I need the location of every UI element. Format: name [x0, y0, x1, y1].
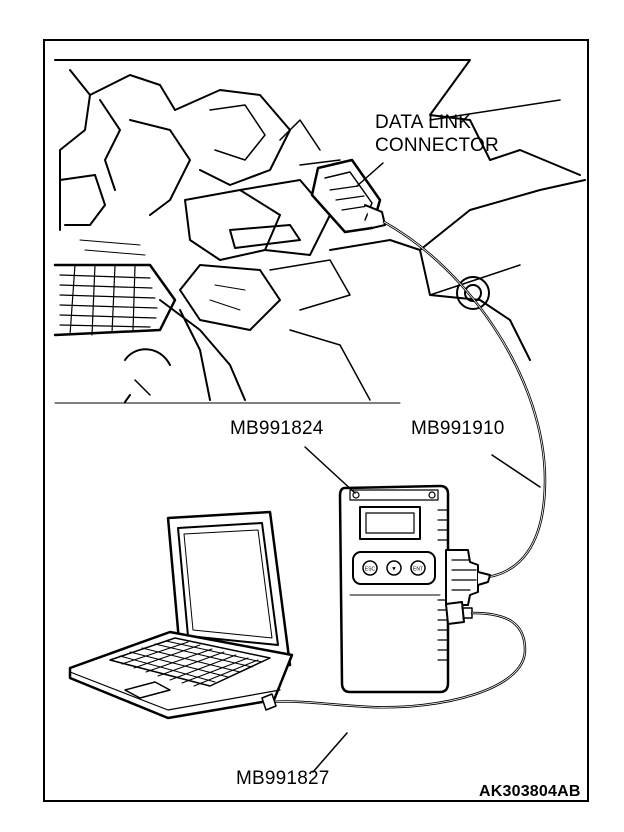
data-link-connector-label-line2: CONNECTOR	[375, 135, 499, 156]
data-link-connector-label-line1: DATA LINK	[375, 112, 472, 133]
laptop-computer	[68, 510, 294, 720]
mb991827-label: MB991827	[236, 768, 330, 789]
mb991824-label: MB991824	[230, 418, 324, 439]
data-link-connector-plug	[310, 158, 386, 234]
mb991910-label: MB991910	[411, 418, 505, 439]
vci-button-down: ▼	[391, 567, 397, 573]
figure-code: AK303804AB	[479, 783, 581, 800]
mb991910-leader-line	[491, 454, 541, 488]
connector-leader-line	[356, 162, 384, 187]
mb991827-leader-line	[312, 732, 348, 773]
vci-side-connector	[445, 549, 491, 606]
vci-device	[338, 484, 450, 694]
vci-button-ent: ENT	[413, 567, 423, 573]
mb991824-leader-line	[304, 446, 356, 494]
dashboard-area	[53, 59, 586, 404]
vci-button-esc: ESC	[365, 567, 376, 573]
